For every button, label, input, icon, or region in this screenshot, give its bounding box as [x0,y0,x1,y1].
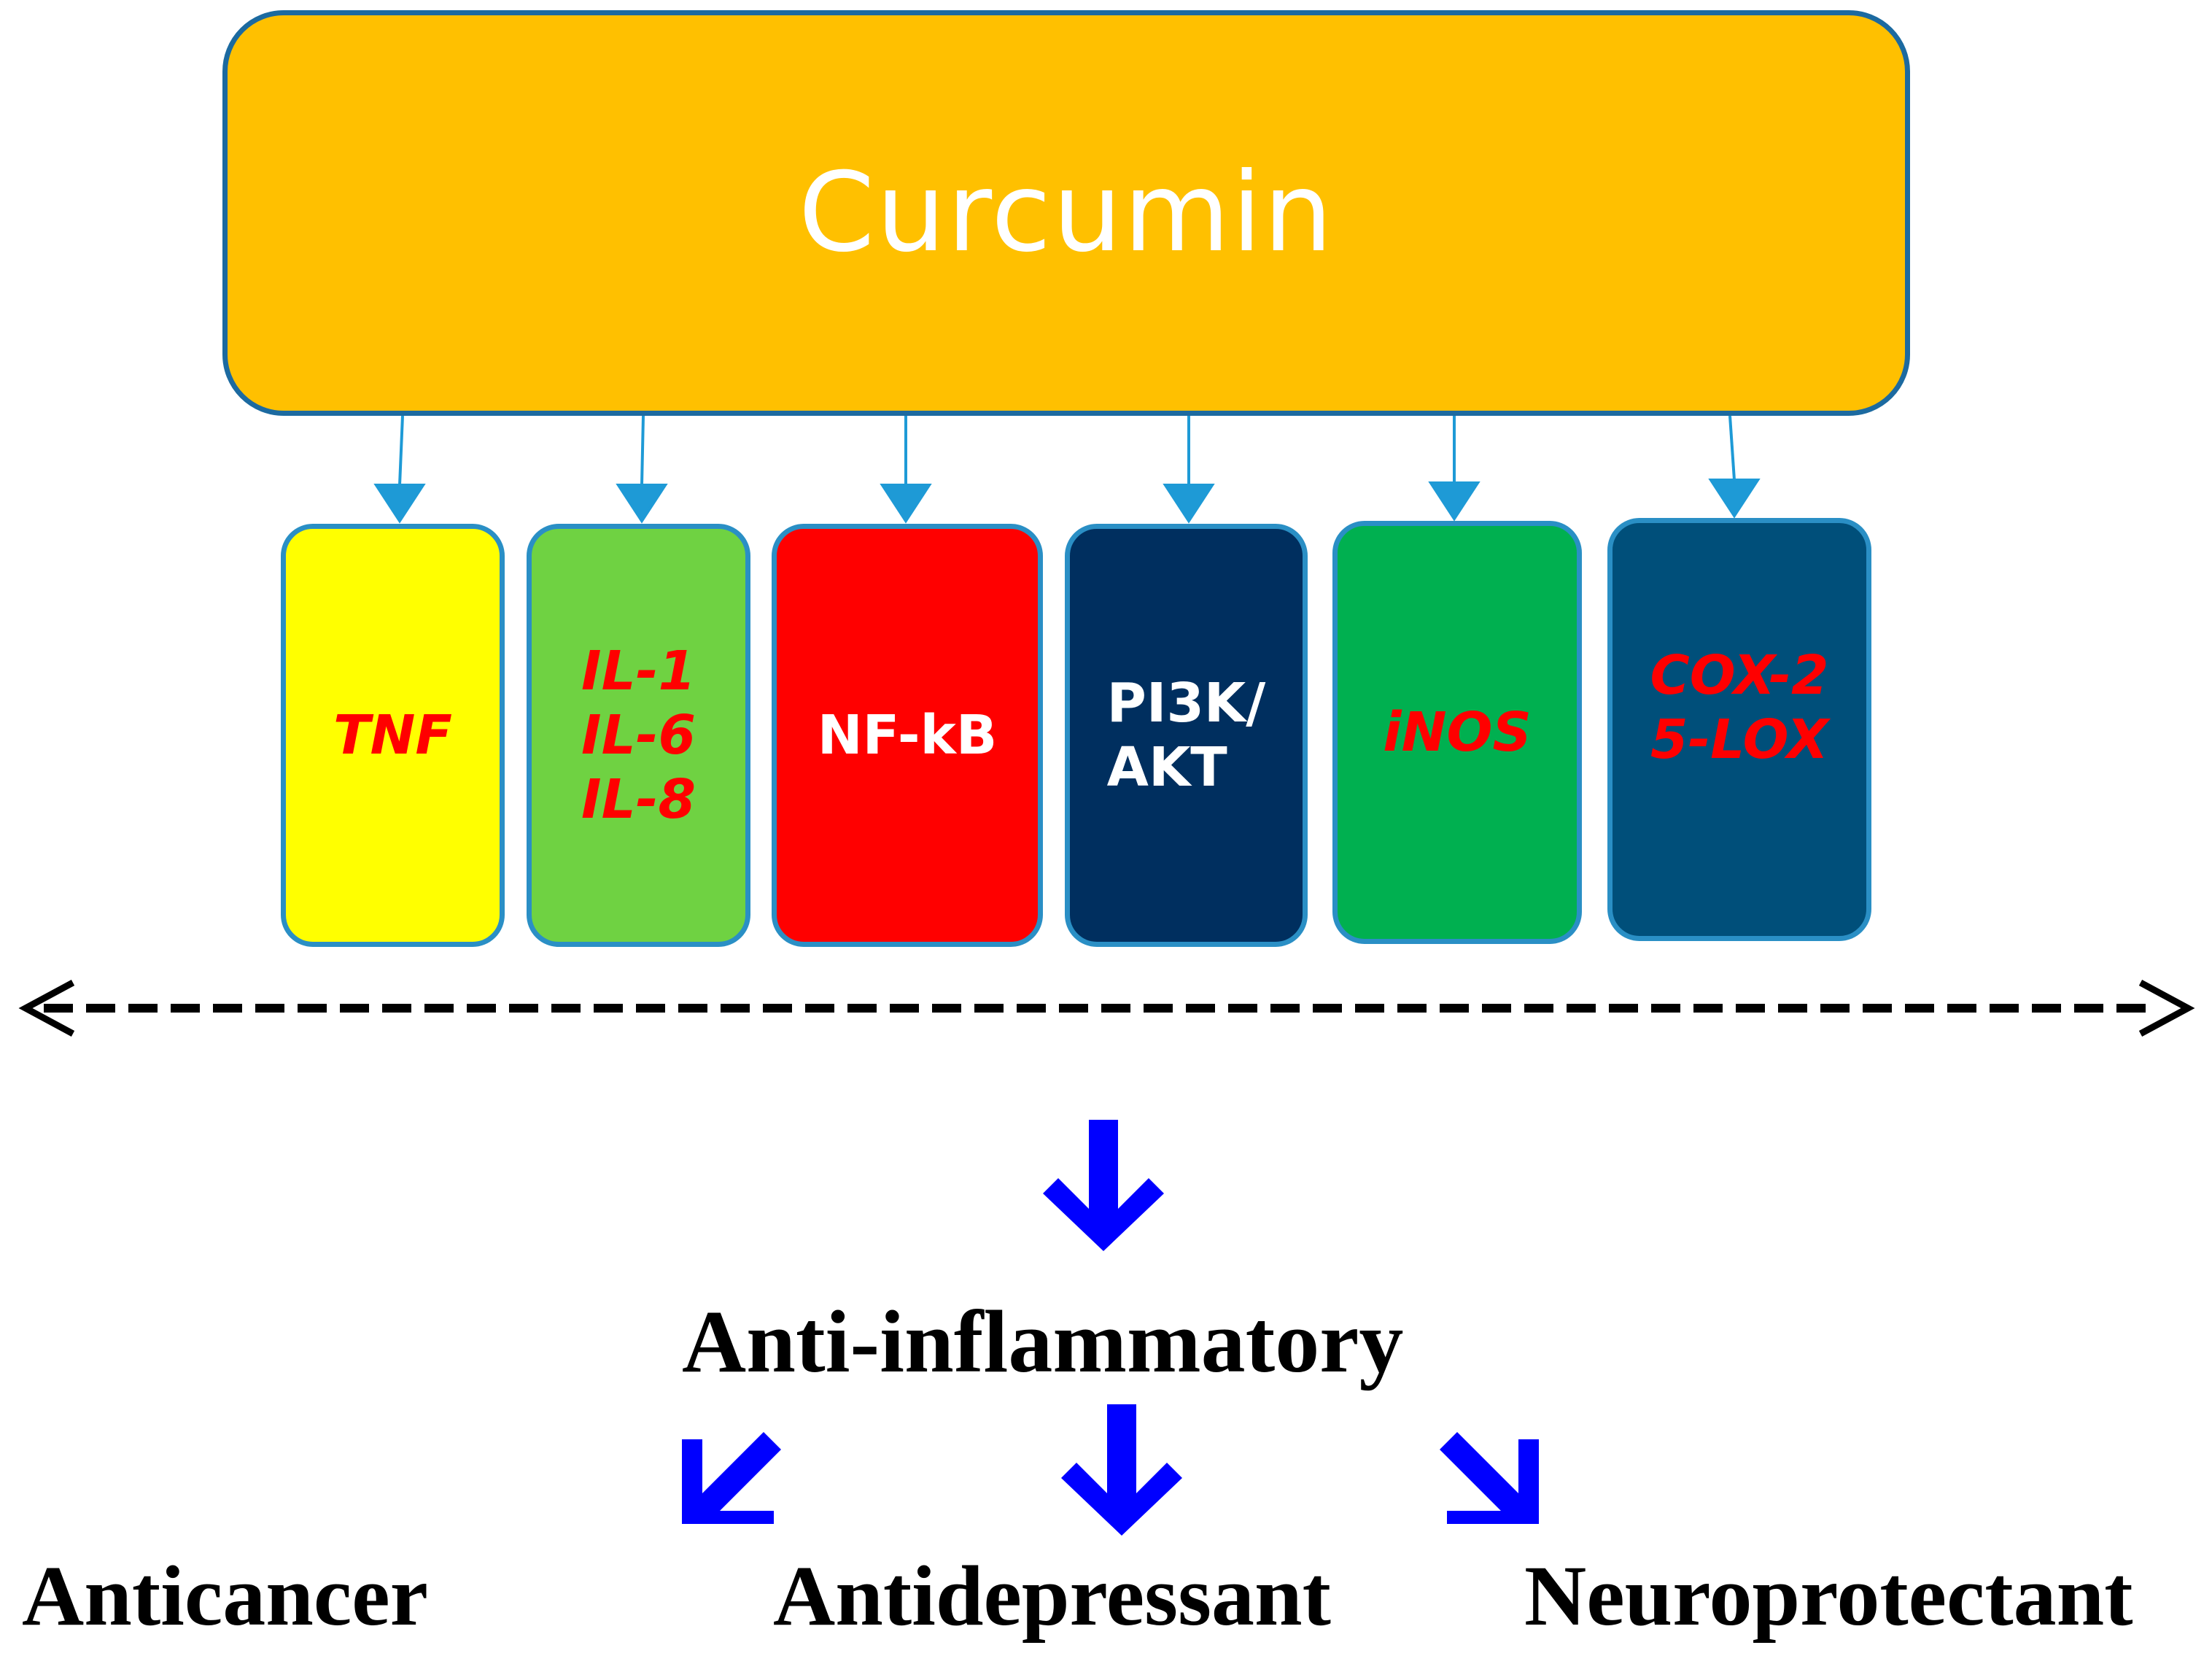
arrow-down-icon [1061,1404,1182,1536]
connector-arrows [373,415,1761,524]
target-label-inos: iNOS [1383,701,1532,764]
curcumin-box: Curcumin [222,10,1910,416]
target-label-pi3k-akt: PI3K/ AKT [1106,672,1266,799]
outcome-label: Anti-inflammatory [682,1293,1404,1391]
target-pi3k-akt: PI3K/ AKT [1065,524,1308,947]
curcumin-label: Curcumin [798,150,1335,276]
target-tnf: TNF [281,524,505,947]
effect-label-neuroprotectant: Neuroprotectant [1524,1548,2133,1644]
connector-arrow-nfkb [880,416,932,524]
effect-label-antidepressant: Antidepressant [773,1548,1331,1644]
target-inos: iNOS [1332,521,1582,944]
connector-arrow-inos [1428,416,1481,522]
arrow-down-left-icon [682,1432,781,1524]
target-cox-lox: COX-2 5-LOX [1607,518,1871,941]
connector-arrow-pi3k [1163,416,1215,524]
outcome-down-arrow [1043,1120,1164,1251]
connector-arrow-il [616,415,668,524]
arrow-down-right-icon [1440,1432,1539,1524]
target-label-nfkb: NF-kB [817,704,998,767]
target-label-interleukins: IL-1 IL-6 IL-8 [581,640,696,831]
effect-label-anticancer: Anticancer [22,1548,429,1644]
connector-arrow-cox [1708,415,1761,519]
target-nfkb: NF-kB [772,524,1043,947]
dashed-divider-arrow [18,980,2195,1037]
target-label-tnf: TNF [333,704,452,767]
target-interleukins: IL-1 IL-6 IL-8 [527,524,750,947]
target-label-cox-lox: COX-2 5-LOX [1650,644,1829,771]
connector-arrow-tnf [373,415,426,524]
